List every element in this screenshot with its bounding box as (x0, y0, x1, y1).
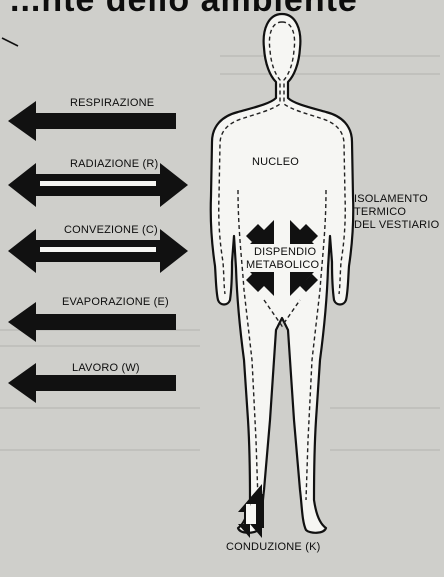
label-isolamento-3: DEL VESTIARIO (354, 219, 439, 231)
label-radiazione: RADIAZIONE (R) (70, 158, 158, 170)
heat-arrows-left (8, 101, 188, 403)
label-dispendio-2: METABOLICO (246, 259, 319, 271)
label-isolamento-2: TERMICO (354, 206, 406, 218)
label-dispendio-1: DISPENDIO (254, 246, 316, 258)
arrow-evaporazione (8, 302, 176, 342)
label-conduzione: CONDUZIONE (K) (226, 541, 320, 553)
label-respirazione: RESPIRAZIONE (70, 97, 154, 109)
label-evaporazione: EVAPORAZIONE (E) (62, 296, 169, 308)
stray-mark (2, 38, 18, 46)
label-lavoro: LAVORO (W) (72, 362, 140, 374)
label-isolamento-1: ISOLAMENTO (354, 193, 428, 205)
page-heading: ...nte dello ambiente (10, 0, 358, 20)
label-convezione: CONVEZIONE (C) (64, 224, 158, 236)
label-nucleo: NUCLEO (252, 156, 299, 168)
body-silhouette (211, 14, 354, 533)
